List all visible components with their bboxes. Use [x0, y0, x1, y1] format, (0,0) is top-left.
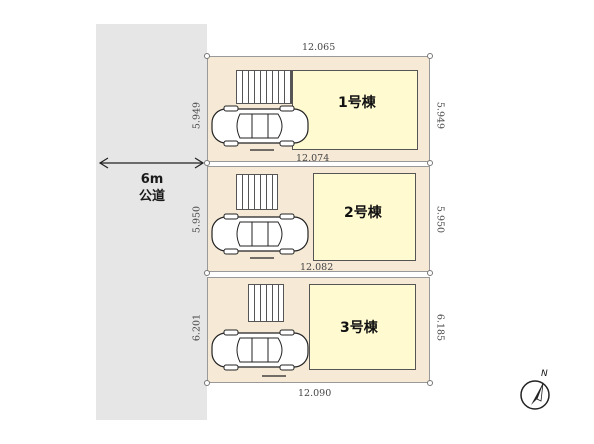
corner-marker	[427, 270, 433, 276]
corner-marker	[427, 53, 433, 59]
car-3-icon	[211, 329, 309, 371]
public-road	[96, 24, 207, 420]
lot-1-top-dimension: 12.065	[302, 42, 336, 53]
north-compass-icon	[520, 380, 550, 410]
road-width-label: 6m	[140, 172, 164, 187]
corner-marker	[204, 380, 210, 386]
stairs-1	[236, 70, 292, 104]
house-1-footprint	[292, 70, 418, 150]
stairs-2	[236, 174, 278, 210]
corner-marker	[204, 160, 210, 166]
road-label: 6m 公道	[122, 171, 182, 205]
compass-north-label: N	[541, 369, 548, 379]
lot-1-bottom-dimension: 12.074	[296, 153, 330, 164]
lot-2-bottom-dimension: 12.082	[300, 262, 334, 273]
house-3-footprint	[309, 284, 416, 370]
house-2-footprint	[313, 173, 416, 261]
house-2-label: 2号棟	[344, 205, 382, 221]
car-1-icon	[211, 105, 309, 147]
house-1-label: 1号棟	[338, 95, 376, 111]
car-2-icon	[211, 213, 309, 255]
lot-3-bottom-dimension: 12.090	[298, 388, 332, 399]
stairs-3	[248, 284, 284, 322]
corner-marker	[427, 380, 433, 386]
corner-marker	[427, 160, 433, 166]
road-type-label: 公道	[138, 189, 165, 204]
corner-marker	[204, 53, 210, 59]
corner-marker	[204, 270, 210, 276]
house-3-label: 3号棟	[340, 320, 378, 336]
